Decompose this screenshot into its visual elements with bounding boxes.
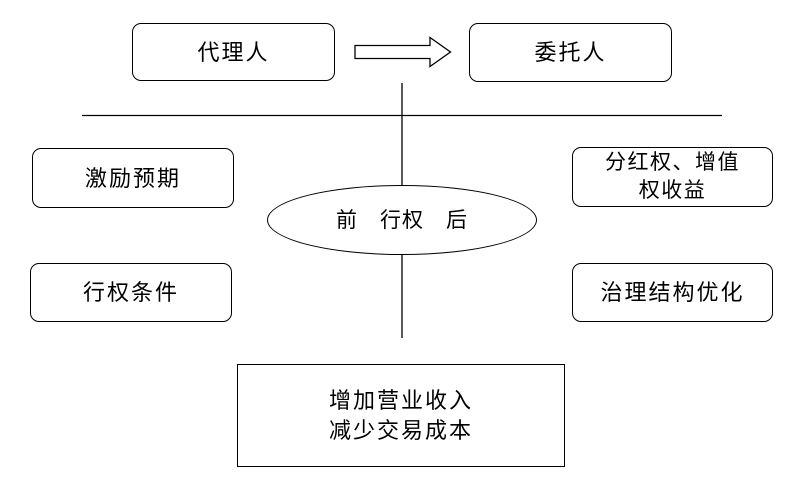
incentive-expectation-box: 激励预期: [32, 148, 234, 208]
exercise-timeline-ellipse: 前 行权 后: [267, 185, 537, 255]
dividend-rights-line2: 权收益: [638, 179, 707, 202]
outcome-line2: 减少交易成本: [328, 417, 473, 443]
dividend-rights-box: 分红权、增值 权收益: [572, 147, 773, 207]
outcome-box: 增加营业收入 减少交易成本: [237, 364, 565, 467]
principal-box: 委托人: [469, 23, 672, 82]
principal-label: 委托人: [534, 40, 607, 65]
incentive-expectation-label: 激励预期: [84, 165, 181, 191]
exercise-timeline-label: 前 行权 后: [336, 208, 468, 232]
agent-label: 代理人: [197, 39, 270, 65]
outcome-line1: 增加营业收入: [328, 387, 473, 413]
block-arrow-right-icon: [354, 36, 452, 68]
exercise-conditions-box: 行权条件: [30, 263, 232, 322]
governance-optimization-label: 治理结构优化: [600, 280, 745, 305]
exercise-conditions-label: 行权条件: [82, 280, 179, 305]
agent-box: 代理人: [132, 23, 335, 81]
dividend-rights-line1: 分红权、增值: [605, 151, 740, 174]
governance-optimization-box: 治理结构优化: [572, 263, 773, 322]
